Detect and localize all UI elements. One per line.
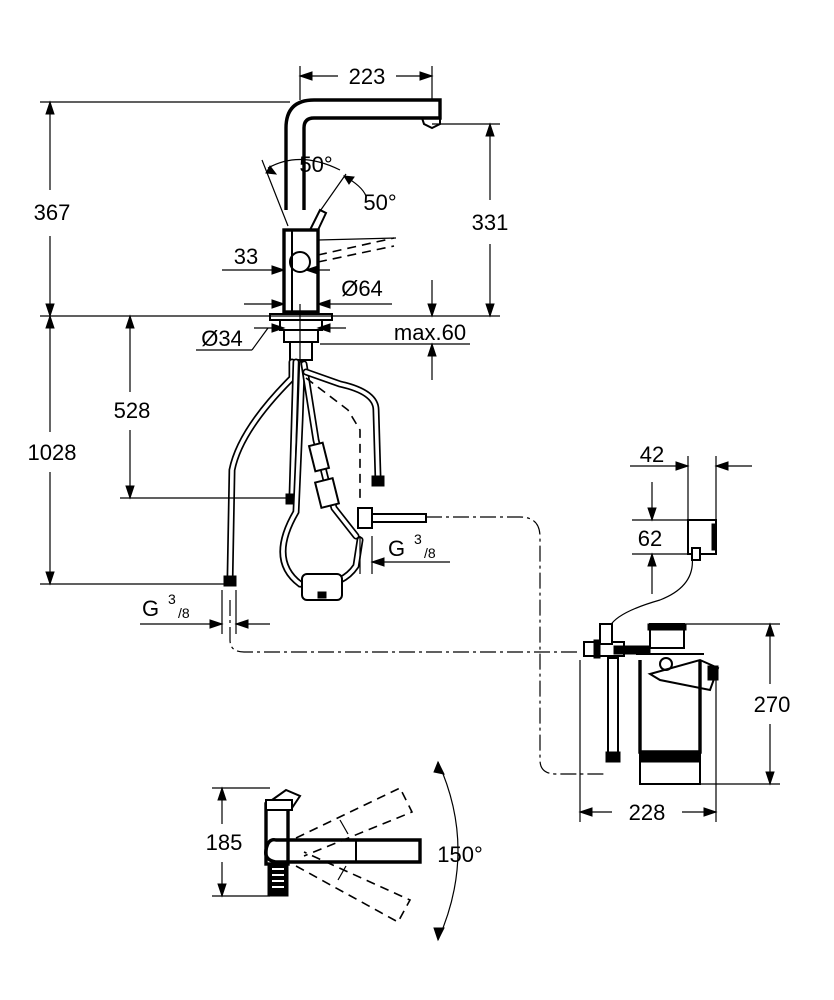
dim-hose-length-short: 528	[114, 398, 151, 423]
dim-hole-diameter: Ø34	[201, 326, 243, 351]
dim-thread-left: G	[142, 596, 159, 621]
dim-angle-lever-side: 50°	[363, 190, 396, 215]
dim-sensor-width: 42	[640, 442, 664, 467]
dim-lever-offset: 33	[234, 244, 258, 269]
dim-angle-lever-front: 50°	[299, 152, 332, 177]
dim-filter-width: 228	[629, 800, 666, 825]
filter-unit	[583, 623, 720, 785]
faucet-top-view	[264, 760, 459, 942]
dim-swivel-angle: 150°	[437, 842, 483, 867]
dim-top-view-height: 185	[206, 830, 243, 855]
dim-hose-length-long: 1028	[28, 440, 77, 465]
sensor-box	[609, 519, 717, 627]
dimension-labels: 223 367 331 50° 50° 33 Ø64 Ø34 max.60 52…	[28, 64, 791, 867]
dim-thread-right-sub: /8	[424, 545, 436, 561]
connection-lines	[229, 516, 606, 775]
dim-thread-right-sup: 3	[414, 531, 422, 547]
dim-top-width: 223	[349, 64, 386, 89]
faucet-side-view	[261, 98, 442, 364]
dim-thread-left-sup: 3	[168, 591, 176, 607]
dim-sensor-height: 62	[638, 526, 662, 551]
dim-total-height: 367	[34, 200, 71, 225]
dimension-lines	[40, 66, 780, 898]
dim-spout-height: 331	[472, 210, 509, 235]
dim-thread-left-sub: /8	[178, 605, 190, 621]
dim-thread-right: G	[388, 536, 405, 561]
dim-body-diameter: Ø64	[341, 276, 383, 301]
dim-filter-height: 270	[754, 692, 791, 717]
under-sink-hoses	[223, 358, 427, 601]
dim-max-thickness: max.60	[394, 320, 466, 345]
